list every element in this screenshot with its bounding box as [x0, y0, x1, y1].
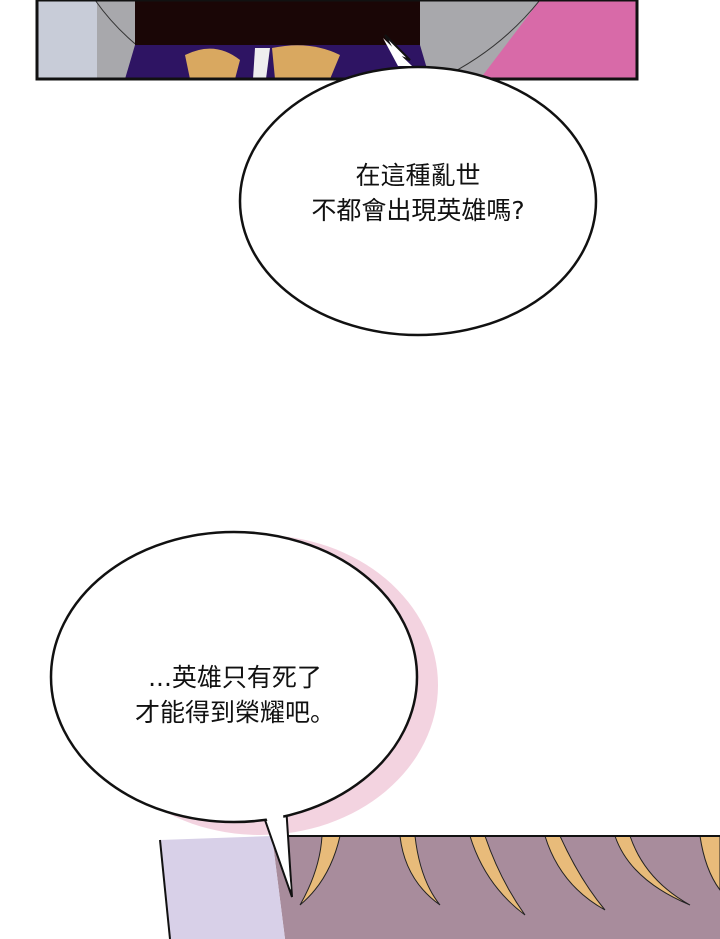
bubble-1-line-2: 不都會出現英雄嗎?: [311, 196, 525, 225]
bubble-1-line-1: 在這種亂世: [355, 161, 481, 190]
bubble-2-line-1: ...英雄只有死了: [148, 663, 322, 692]
bubble-1-text: 在這種亂世 不都會出現英雄嗎?: [268, 158, 568, 228]
speech-bubble-2: [49, 530, 438, 898]
top-panel: [35, 0, 639, 81]
bubble-2-text: ...英雄只有死了 才能得到榮耀吧。: [85, 660, 385, 730]
bottom-panel: [159, 835, 720, 939]
speech-bubble-1: [238, 34, 598, 337]
bubble-2-line-2: 才能得到榮耀吧。: [134, 698, 335, 727]
